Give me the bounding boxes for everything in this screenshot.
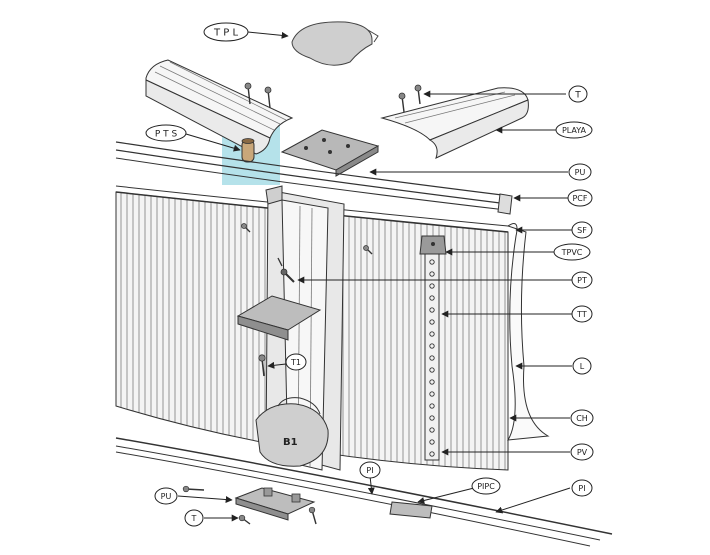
callout-t-top: T: [568, 85, 588, 103]
pts-post-part: [241, 138, 255, 163]
callout-pcf: PCF: [567, 189, 593, 207]
label-t-top: T: [574, 91, 581, 101]
label-l: L: [580, 362, 585, 371]
b1-label: B1: [283, 437, 298, 448]
callout-pu-top: PU: [568, 163, 592, 181]
wall-screws: [241, 223, 373, 267]
callout-pu-bottom: PU: [154, 487, 178, 505]
b1-boot-part: [255, 397, 329, 467]
liner-edge: [506, 223, 550, 441]
leader-lines: [177, 31, 572, 522]
label-pu-top: PU: [575, 168, 586, 177]
tt-track: [424, 245, 440, 461]
tpl-cap-part: [291, 21, 379, 66]
callout-tt: TT: [571, 305, 593, 323]
bottom-rail: [115, 437, 613, 547]
label-ch: CH: [576, 414, 588, 423]
label-pts: P T S: [155, 130, 178, 140]
playa-rail-part: [380, 87, 529, 159]
callout-pi-mid: PI: [359, 461, 381, 479]
callout-playa: PLAYA: [555, 121, 593, 139]
label-tpvc: TPVC: [561, 248, 583, 257]
t1-screw-part: [258, 354, 266, 377]
upright-bracket-part: [236, 295, 322, 341]
callout-ch: CH: [570, 409, 594, 427]
callout-pv: PV: [570, 443, 594, 461]
label-playa: PLAYA: [562, 126, 587, 135]
label-tpl: T P L: [213, 28, 238, 39]
label-pv: PV: [577, 448, 588, 457]
label-pi-mid: PI: [366, 466, 373, 475]
pu-top-plate-part: [280, 129, 380, 177]
callout-t-bottom: T: [184, 509, 204, 527]
label-t-bottom: T: [191, 514, 197, 523]
label-pu-bottom: PU: [161, 492, 172, 501]
pu-bottom-plate-part: [234, 487, 316, 521]
screws-top-right: [398, 84, 422, 113]
tpvc-clip-part: [419, 235, 447, 255]
label-pipc: PIPC: [477, 482, 495, 491]
label-tt: TT: [576, 310, 587, 319]
label-sf: SF: [577, 226, 587, 235]
label-pcf: PCF: [572, 194, 587, 203]
pt-pin-part: [280, 268, 295, 283]
callout-sf: SF: [571, 221, 593, 239]
label-pt: PT: [577, 276, 587, 285]
pcf-top-rail: [115, 141, 513, 215]
vertical-upright-part: [265, 185, 345, 471]
label-pi-right: PI: [578, 484, 585, 493]
callout-tpvc: TPVC: [553, 243, 591, 261]
bottom-screws: [182, 485, 317, 525]
left-top-rail-part: [145, 59, 294, 155]
callout-tpl: T P L: [203, 22, 249, 42]
callout-pi-right: PI: [571, 479, 593, 497]
label-t1: T1: [290, 358, 301, 367]
callout-pipc: PIPC: [471, 477, 501, 495]
callout-pt: PT: [571, 271, 593, 289]
callout-t1: T1: [285, 353, 307, 371]
callout-l: L: [572, 357, 592, 375]
screws-top-left: [244, 82, 272, 109]
callout-pts: P T S: [145, 124, 187, 142]
